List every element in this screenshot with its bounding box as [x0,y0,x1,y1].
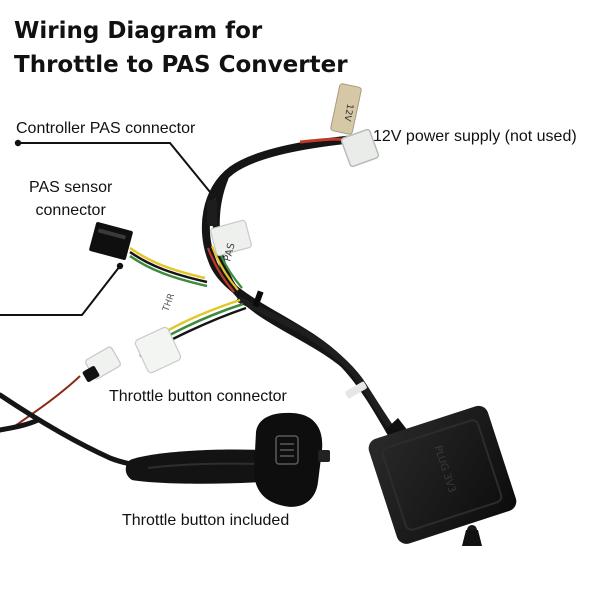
controller-pas-connector: PAS [207,200,252,263]
title-line-1: Wiring Diagram for [14,18,263,44]
power-supply-connector: 12V [299,83,380,168]
label-pas-sensor-line-1: PAS sensor [29,179,113,196]
pas-sensor-connector [89,222,208,288]
throttle-button-connector-graphic: THR [11,292,247,429]
label-power-supply: 12V power supply (not used) [373,128,577,145]
throttle-button [125,412,330,507]
label-throttle-button-connector: Throttle button connector [109,388,287,405]
tag-throttle-text: THR [161,292,177,314]
callout-leader-controller [14,139,211,193]
title-line-2: Throttle to PAS Converter [14,52,348,78]
tag-12v-text: 12V [341,103,354,123]
callout-leader-pas-sensor [0,262,124,316]
tag-pas-text: PAS [222,242,237,263]
label-pas-sensor-line-2: connector [35,202,106,219]
converter-box: PLUG 3V3 [368,405,517,546]
throttle-icon [275,435,299,465]
diagram-title: Wiring Diagram for Throttle to PAS Conve… [14,14,348,82]
label-pas-sensor-connector: PAS sensor connector [29,176,112,222]
label-throttle-button-included: Throttle button included [122,512,290,529]
label-controller-pas-connector: Controller PAS connector [16,120,196,137]
